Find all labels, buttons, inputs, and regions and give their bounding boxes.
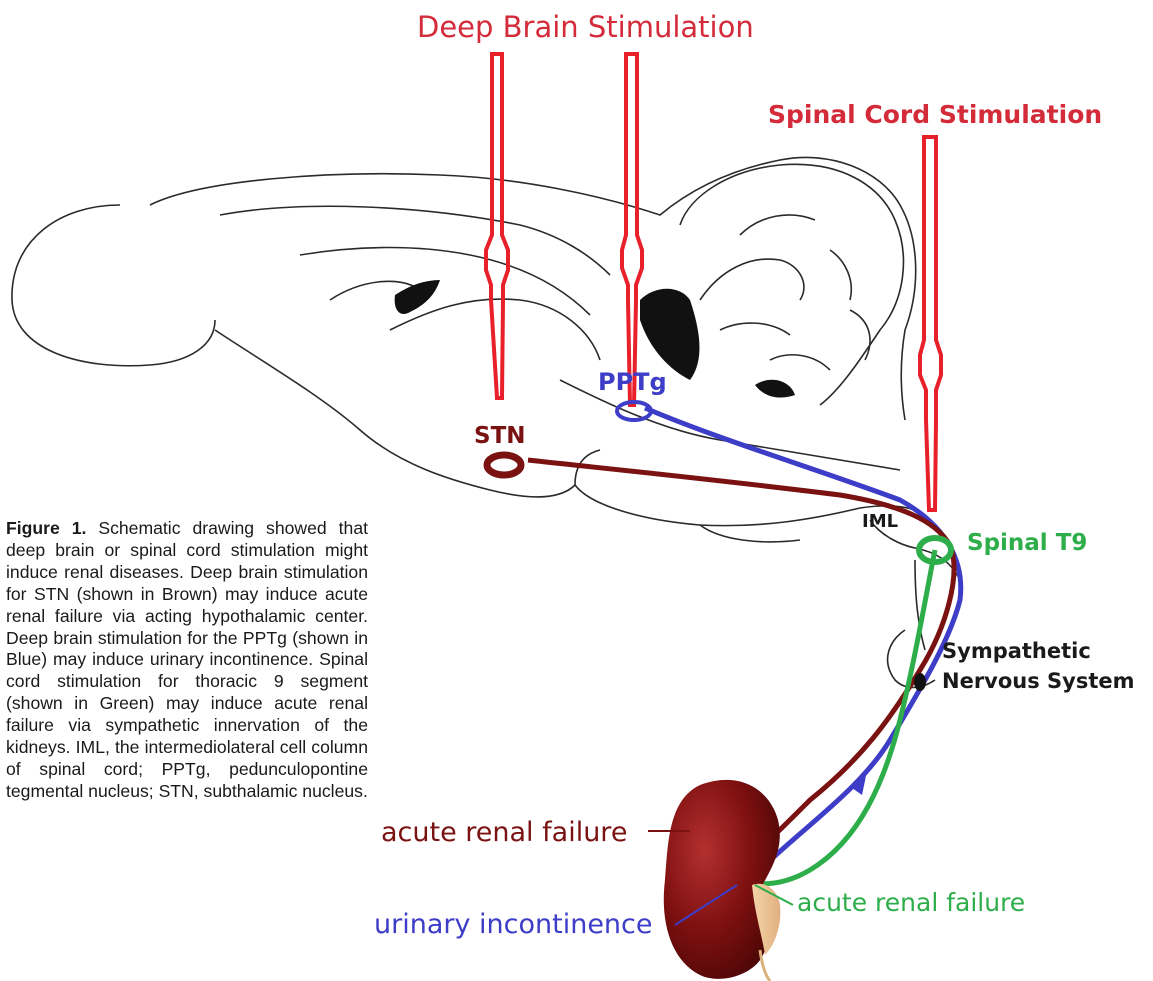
spinal-t9-label: Spinal T9	[967, 530, 1087, 556]
deep-brain-stimulation-label: Deep Brain Stimulation	[417, 10, 754, 44]
acute-renal-failure-left-label: acute renal failure	[381, 817, 627, 848]
aqueduct	[755, 380, 795, 398]
lateral-ventricle	[395, 280, 440, 314]
iml-label: IML	[862, 511, 898, 532]
kidney	[664, 780, 781, 981]
spinal-cord-stimulation-label: Spinal Cord Stimulation	[768, 100, 1102, 129]
sympathetic-label-line1: Sympathetic	[942, 639, 1091, 663]
dbs-electrode-left	[486, 54, 508, 398]
pptg-label: PPTg	[598, 368, 667, 396]
scs-electrode	[920, 137, 941, 510]
acute-renal-failure-right-label: acute renal failure	[797, 888, 1025, 917]
urinary-incontinence-label: urinary incontinence	[374, 909, 653, 940]
figure-number: Figure 1.	[6, 518, 86, 538]
stn-label: STN	[474, 423, 526, 449]
stn-ring	[487, 455, 521, 475]
cerebellum	[680, 164, 903, 405]
fourth-ventricle	[640, 289, 699, 380]
caption-text: Schematic drawing showed that deep brain…	[6, 518, 368, 801]
figure-caption: Figure 1. Schematic drawing showed that …	[6, 518, 368, 803]
sympathetic-ganglion	[914, 673, 926, 691]
sympathetic-label-line2: Nervous System	[942, 669, 1135, 693]
dbs-electrode-right	[622, 54, 642, 405]
